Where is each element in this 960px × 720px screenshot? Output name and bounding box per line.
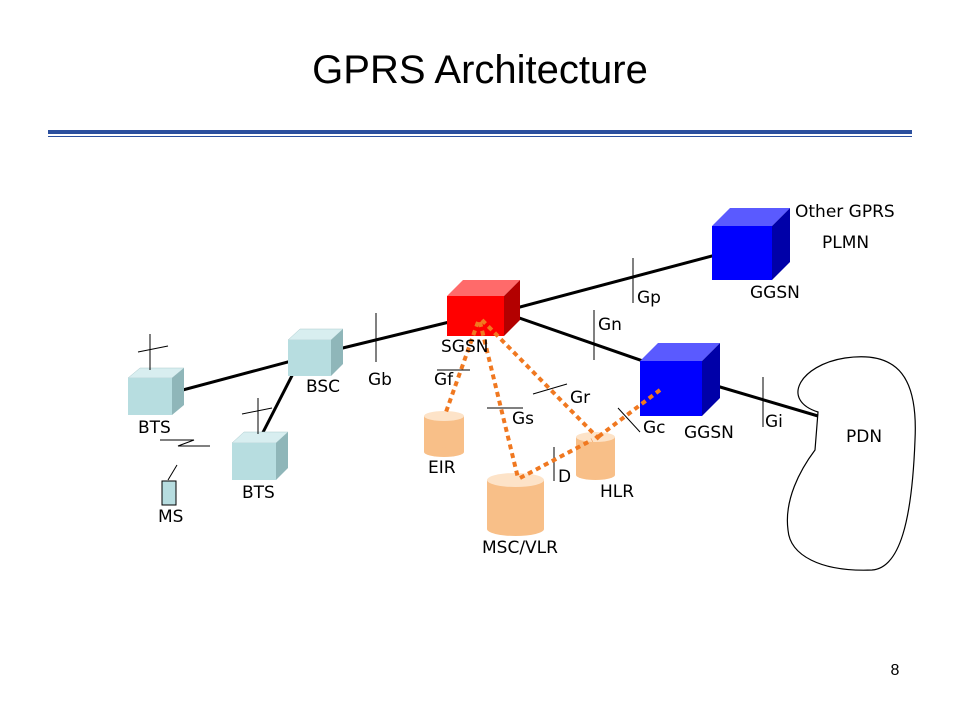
signaling-links	[444, 318, 662, 480]
ms-phone-icon	[161, 464, 178, 506]
pdn-cloud	[786, 356, 916, 571]
ms-label: MS	[158, 507, 183, 527]
other-plmn-label-line1: Other GPRS	[795, 202, 895, 222]
title-rule-thin	[48, 136, 912, 137]
msc-vlr-label: MSC/VLR	[482, 538, 558, 558]
bts-2-antenna-icon	[241, 398, 273, 434]
bsc-node	[287, 328, 344, 376]
interface-gb-label: Gb	[368, 370, 392, 390]
ggsn-external-node	[712, 208, 790, 280]
title-rule-thick	[48, 130, 912, 134]
other-plmn-label-line2: PLMN	[822, 233, 869, 253]
pdn-label: PDN	[846, 427, 882, 447]
bsc-label: BSC	[306, 377, 340, 397]
eir-database-icon	[424, 411, 464, 457]
page-number: 8	[890, 662, 900, 679]
msc-vlr-database-icon	[487, 473, 544, 536]
interface-gs-label: Gs	[512, 409, 534, 429]
interface-gf-label: Gf	[434, 370, 454, 390]
signaling-sgsn-eir	[444, 321, 480, 413]
bts-2-node	[231, 431, 289, 480]
signaling-msc-hlr	[519, 438, 593, 480]
interface-gp-label: Gp	[637, 288, 661, 308]
interface-gn-label: Gn	[598, 315, 622, 335]
radio-link-icon	[160, 439, 210, 447]
interface-gr-label: Gr	[570, 388, 590, 408]
signaling-sgsn-hlr	[480, 318, 602, 442]
ggsn-external-label: GGSN	[750, 283, 800, 303]
sgsn-label: SGSN	[441, 337, 488, 357]
bts-1-node	[127, 367, 185, 415]
ggsn-pdn-node	[640, 343, 720, 416]
signaling-ggsn-hlr	[596, 388, 662, 439]
link-ggsn-pdn	[709, 382, 819, 418]
interface-gi-label: Gi	[765, 412, 783, 432]
interface-gc-label: Gc	[643, 418, 666, 438]
hlr-label: HLR	[600, 482, 634, 502]
link-sgsn-ggsn-ext	[504, 246, 743, 313]
interface-ticks	[375, 258, 764, 481]
bts-2-label: BTS	[242, 483, 275, 503]
hlr-database-icon	[576, 432, 615, 480]
tick-gc	[617, 407, 641, 433]
eir-label: EIR	[428, 458, 456, 478]
slide-title: GPRS Architecture	[312, 48, 648, 92]
tick-gr	[532, 383, 568, 395]
link-sgsn-ggsn-pdn	[504, 311, 664, 370]
sgsn-node	[447, 280, 520, 336]
bts-1-label: BTS	[138, 418, 171, 438]
ggsn-pdn-label: GGSN	[684, 423, 734, 443]
interface-d-label: D	[558, 467, 571, 487]
bts-1-antenna-icon	[137, 334, 169, 370]
